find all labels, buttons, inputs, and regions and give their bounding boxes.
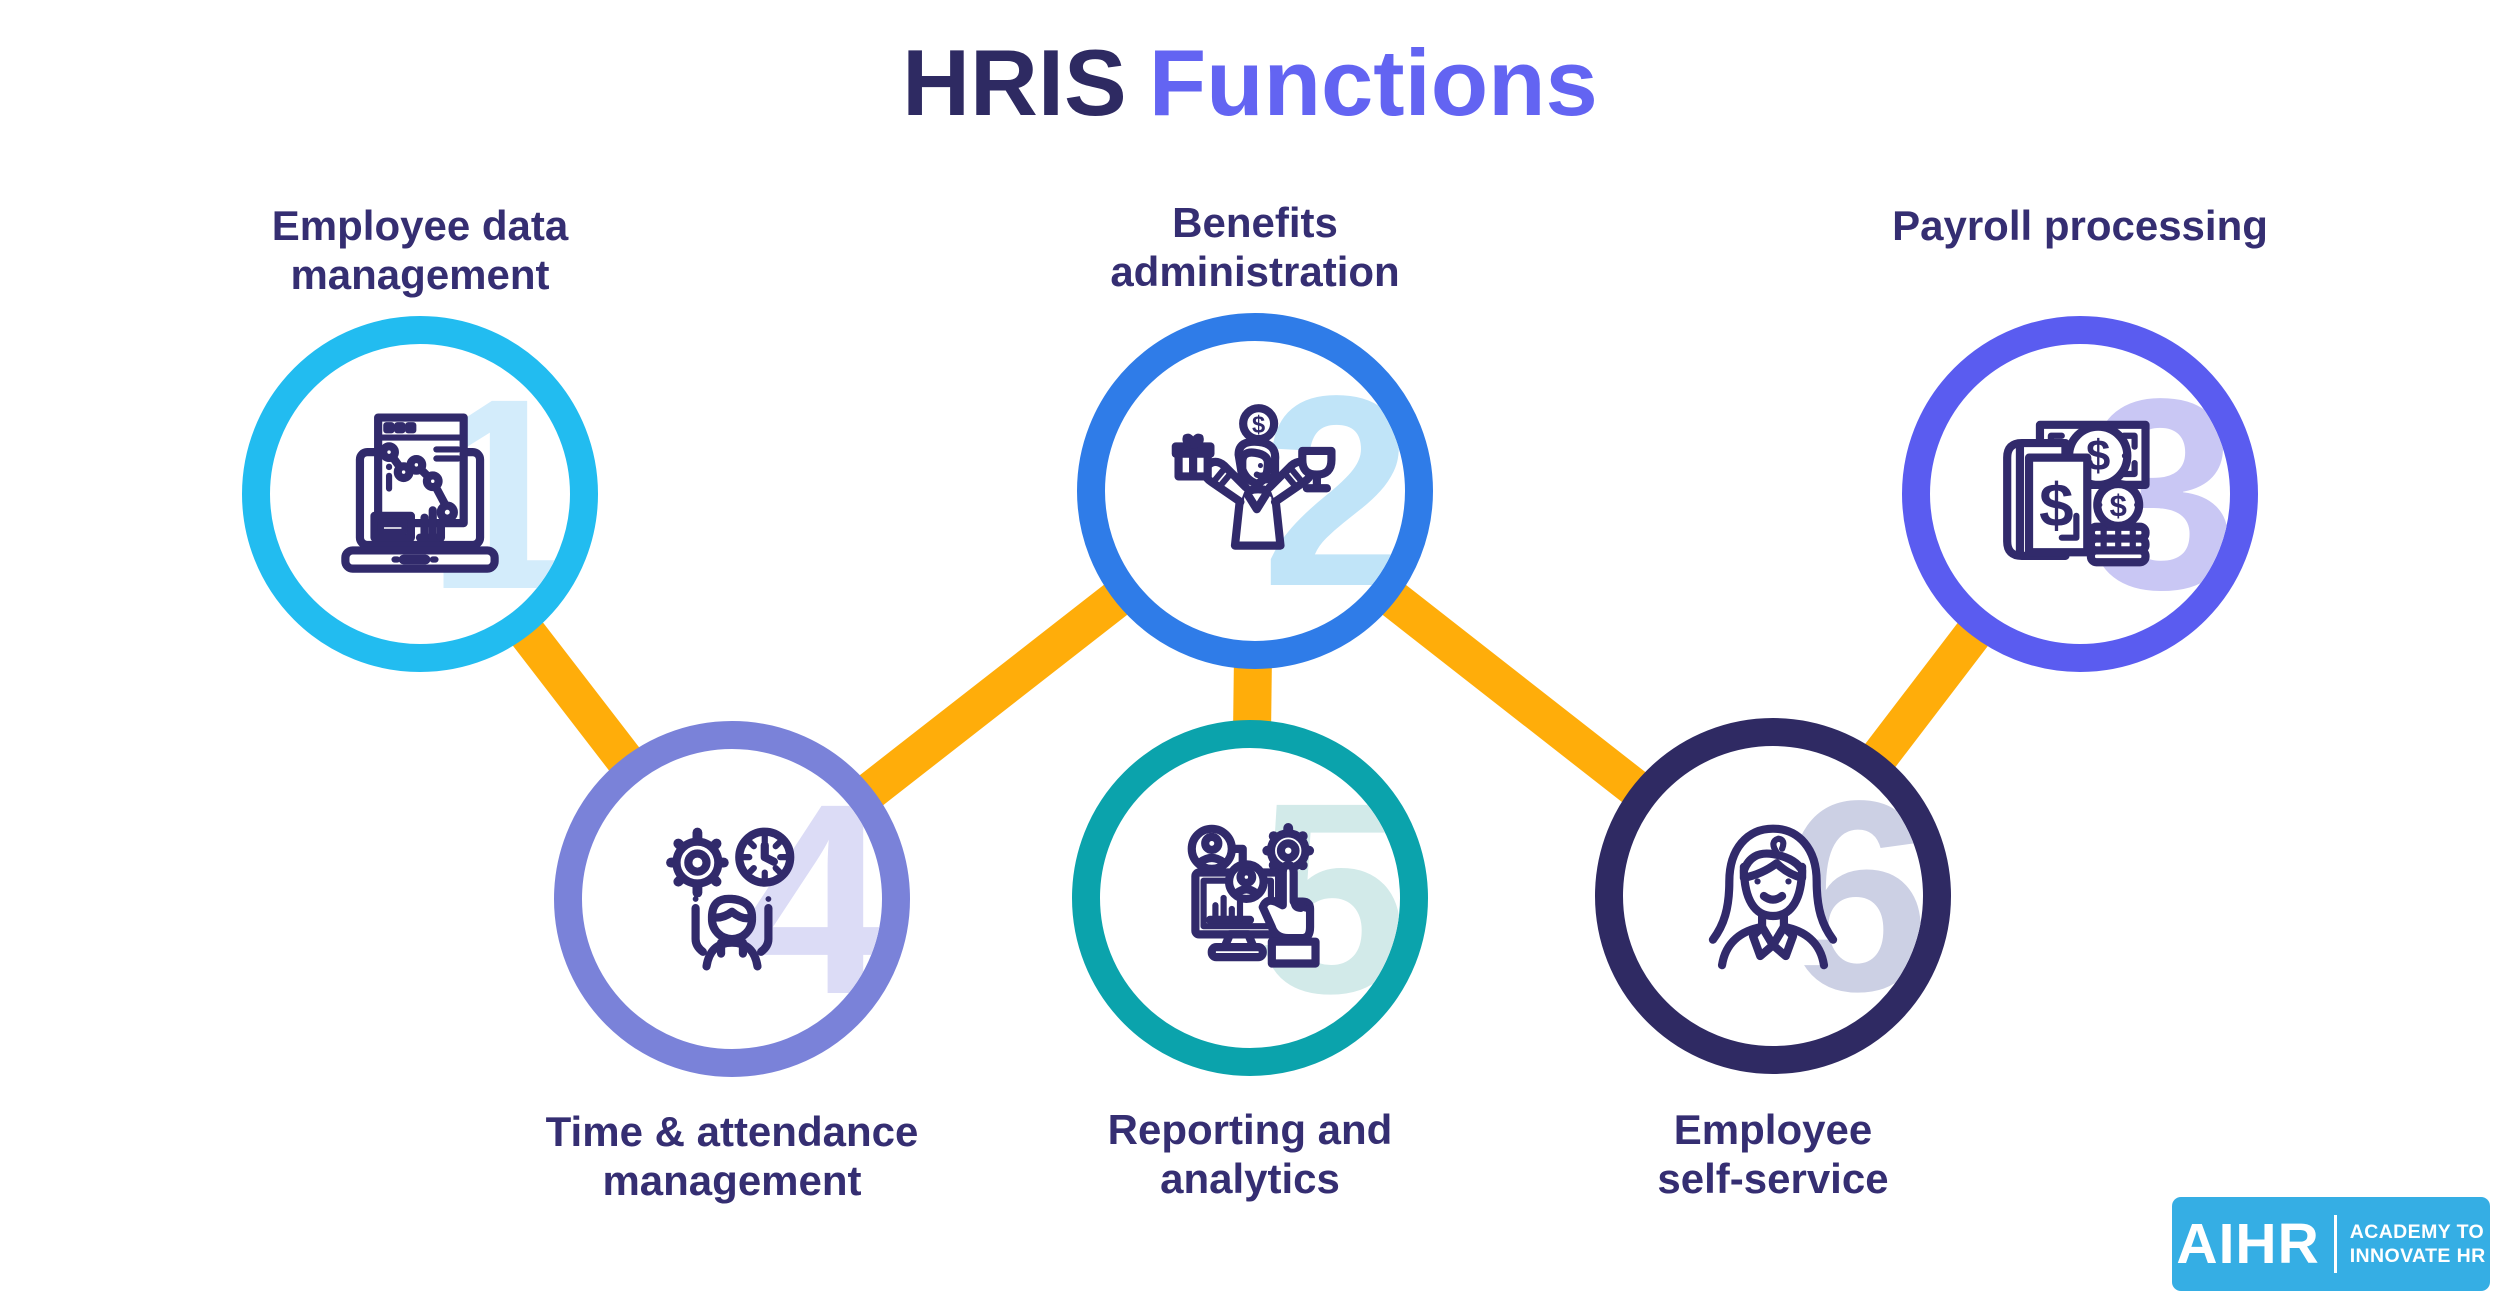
node-benefits-administration: 2 $ bbox=[1077, 313, 1433, 669]
svg-text:$: $ bbox=[2039, 472, 2073, 541]
label-employee-data-management: Employee data management bbox=[271, 202, 569, 298]
node-payroll-processing: 3 $ $ $ bbox=[1902, 316, 2258, 672]
node-employee-self-service: 6 bbox=[1595, 718, 1951, 1074]
time-attendance-icon bbox=[666, 827, 795, 971]
label-reporting-and-analytics: Reporting and analytics bbox=[1107, 1106, 1393, 1202]
reporting-analytics-icon bbox=[1187, 823, 1320, 968]
label-employee-self-service: Employee self-service bbox=[1657, 1106, 1889, 1202]
employee-self-service-icon bbox=[1708, 824, 1838, 970]
label-payroll-processing: Payroll processing bbox=[1892, 202, 2268, 249]
payroll-money-icon: $ $ $ bbox=[2003, 420, 2150, 567]
node-employee-data-management: 1 bbox=[242, 316, 598, 672]
node-reporting-and-analytics: 5 bbox=[1072, 720, 1428, 1076]
laptop-analytics-icon bbox=[341, 413, 499, 573]
aihr-logo-brand: AIHR bbox=[2176, 1212, 2320, 1276]
svg-text:$: $ bbox=[2110, 488, 2127, 523]
aihr-logo: AIHR ACADEMY TO INNOVATE HR bbox=[2172, 1197, 2490, 1291]
label-benefits-administration: Benefits administration bbox=[1110, 199, 1400, 295]
aihr-logo-tagline: ACADEMY TO INNOVATE HR bbox=[2349, 1220, 2486, 1267]
title-hris: HRIS bbox=[902, 30, 1127, 135]
title-functions: Functions bbox=[1148, 30, 1598, 135]
aihr-logo-divider bbox=[2333, 1215, 2337, 1273]
benefits-person-icon: $ bbox=[1171, 404, 1336, 550]
svg-text:$: $ bbox=[1252, 413, 1265, 439]
node-number: 4 bbox=[738, 747, 890, 1051]
node-time-attendance-management: 4 bbox=[554, 721, 910, 1077]
label-time-attendance-management: Time & attendance management bbox=[545, 1108, 919, 1204]
